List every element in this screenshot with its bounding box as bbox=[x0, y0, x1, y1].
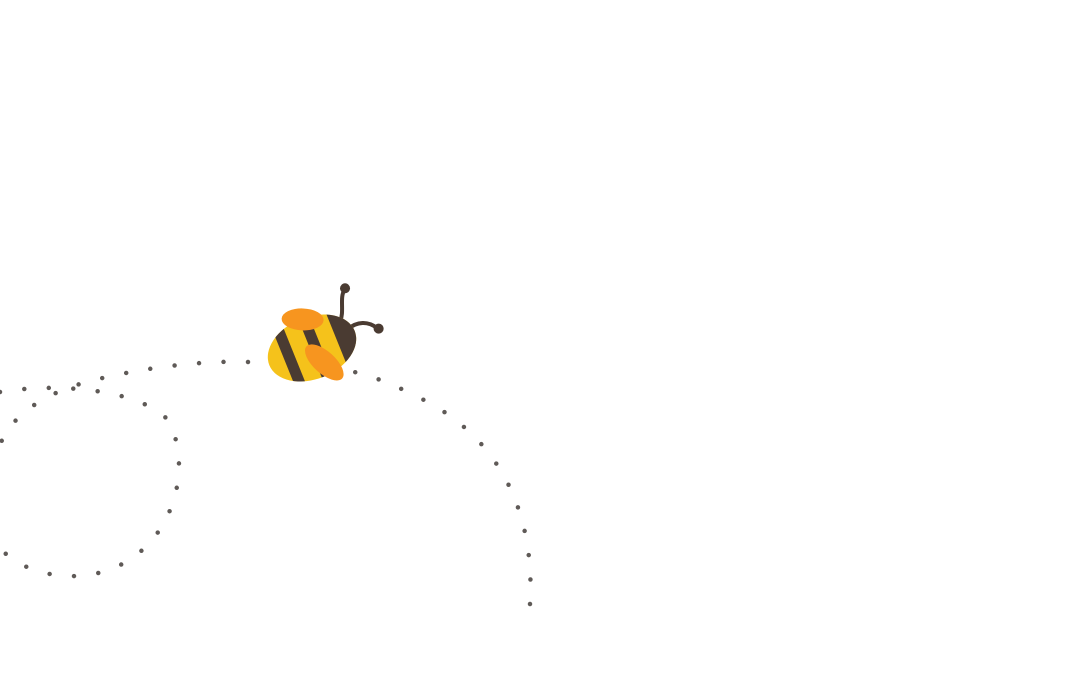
bee-icon bbox=[267, 283, 384, 394]
dotted-flight-path bbox=[0, 359, 533, 607]
bee-wings bbox=[281, 308, 344, 381]
